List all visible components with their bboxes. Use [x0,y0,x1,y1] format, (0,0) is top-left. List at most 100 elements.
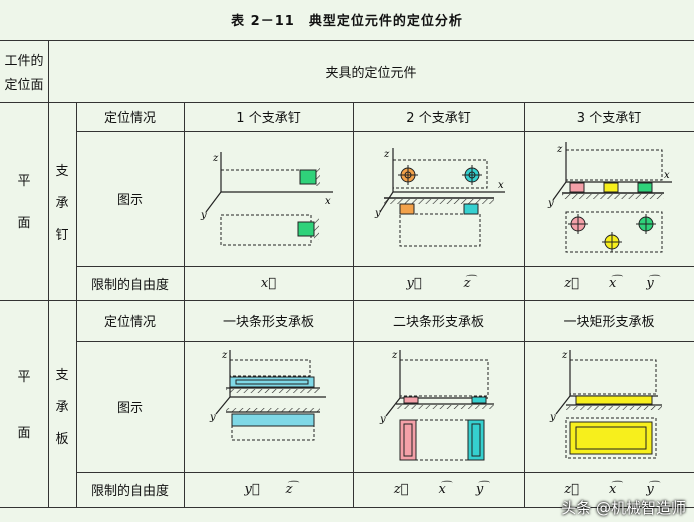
col-header: 2 个支承钉 [406,111,471,126]
strip-plate-top-view [467,419,485,461]
freedom-value: y͡ [646,482,654,497]
workpiece-outline [399,359,489,397]
workpiece-outline [231,425,315,441]
axis-label-x: x [498,180,504,191]
axis-label-x: x [664,170,670,181]
freedom-value: y⃗ [244,482,260,497]
axis-label-z: z [212,153,219,164]
element-label: 支 [55,163,69,179]
freedom-value: x͡ [608,275,617,291]
rule [48,40,49,507]
freedom-cell: y⃗ z͡ [184,472,353,507]
support-pin [299,169,317,185]
freedom-cell: z⃗ x͡ y͡ [524,472,694,507]
header-fixture: 夹具的定位元件 [325,65,417,81]
strip-plate [229,376,315,388]
axis-label-y: y [547,198,554,209]
rule [524,102,525,507]
axis-label-z: z [221,350,228,361]
support-pin [463,203,479,215]
freedom-value: x⃗ [260,275,277,291]
strip-plate-inner [471,423,481,457]
row-freedom: 限制的自由度 [90,277,169,293]
freedom-value: z⃗ [564,275,579,291]
workpiece-outline [569,359,657,395]
rule [184,102,185,507]
freedom-value: x͡ [438,482,446,497]
hatch [226,408,320,412]
axis-label-y: y [209,412,216,423]
row-situation: 定位情况 [103,111,156,126]
support-pin [603,182,619,193]
support-pin [399,203,415,215]
table-title: 表 2－11 典型定位元件的定位分析 [231,14,463,29]
col-header: 3 个支承钉 [576,111,642,126]
rule [353,102,354,507]
axis-label-x: x [325,196,331,207]
strip-plate-top-view [399,419,417,461]
surface-label: 平 [17,173,31,189]
surface-label: 面 [17,425,31,441]
hatch [226,389,320,393]
diagram-two-strip-plates: z y [379,350,494,461]
workpiece-outline [392,159,488,189]
freedom-value: z͡ [463,275,471,291]
rule [0,40,694,41]
col-header: 一块条形支承板 [222,315,314,330]
diagram-one-pin: z x y [200,152,333,246]
workpiece-outline [565,211,663,253]
y-axis [555,395,571,415]
hatch [562,194,664,199]
row-freedom: 限制的自由度 [90,484,169,499]
y-axis [215,396,231,415]
freedom-value: y⃗ [406,275,422,291]
support-pin [297,221,315,237]
hatch [396,405,494,409]
strip-plate [231,413,315,427]
rule [76,131,694,132]
element-label: 钉 [55,227,69,243]
hatch [384,199,494,204]
freedom-value: y͡ [646,275,654,291]
header-workpiece-1: 工件的 [4,53,44,69]
axis-label-z: z [391,350,398,361]
y-axis [205,191,222,213]
axis-label-z: z [383,149,390,160]
row-diagram: 图示 [116,193,143,208]
strip-plate-inner [403,423,413,457]
axis-label-y: y [379,414,386,425]
axis-label-y: y [549,412,556,423]
header-workpiece-2: 定位面 [4,77,44,93]
rect-plate [575,395,653,405]
freedom-cell: x⃗ [184,266,353,300]
rule [76,102,77,507]
rule [0,507,694,508]
hatch [566,406,662,410]
col-header: 1 个支承钉 [236,111,301,126]
freedom-value: z⃗ [564,482,579,497]
element-label: 板 [55,431,69,447]
hatch [316,168,320,186]
strip-plate [471,396,487,404]
element-label: 承 [55,399,69,415]
freedom-value: y͡ [475,482,484,497]
rect-plate-inner [575,426,647,450]
surface-label: 平 [17,369,31,385]
diagram-two-pins: z x y [374,148,505,247]
y-axis [385,397,401,417]
axis-label-z: z [561,350,568,361]
rule [76,341,694,342]
freedom-cell: y⃗ z͡ [353,266,524,300]
support-pin [637,182,653,193]
freedom-cell: z⃗ x͡ y͡ [353,472,524,507]
support-pin [569,182,585,193]
axis-label-y: y [200,210,207,221]
axis-label-y: y [374,208,381,219]
strip-plate [403,396,419,404]
row-diagram: 图示 [116,401,143,416]
col-header: 二块条形支承板 [392,315,484,330]
surface-label: 面 [17,215,31,231]
rule [0,300,694,301]
axis-label-z: z [556,144,563,155]
